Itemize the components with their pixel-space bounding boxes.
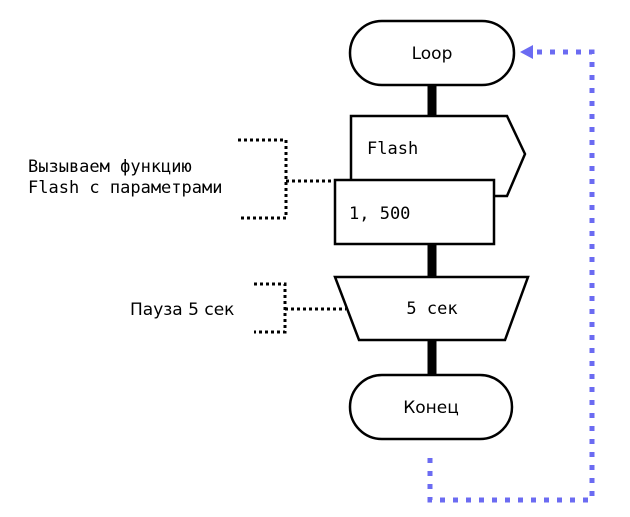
loop-back-path: [427, 49, 595, 503]
call-comment-line-2: Flash с параметрами: [28, 178, 222, 198]
call-block[interactable]: Flash 1, 500: [333, 114, 527, 246]
pause-block[interactable]: 5 сек: [333, 275, 530, 342]
start-shape: [348, 19, 516, 87]
start-label: Loop: [412, 44, 453, 64]
call-name-label: Flash: [367, 139, 418, 159]
pause-comment-bracket: [254, 282, 287, 334]
pause-comment-text: Пауза 5 сек: [130, 300, 234, 320]
pause-label: 5 сек: [406, 299, 457, 319]
call-comment: Вызываем функцию Flash с параметрами: [28, 138, 335, 220]
call-comment-line-1: Вызываем функцию: [28, 157, 192, 177]
call-params-shape: [333, 178, 496, 246]
end-shape: [348, 373, 514, 441]
call-params-label: 1, 500: [349, 204, 410, 224]
pause-comment: Пауза 5 сек: [130, 282, 346, 334]
end-label: Конец: [403, 398, 459, 418]
pause-shape: [333, 275, 530, 342]
start-terminator[interactable]: Loop: [348, 19, 516, 87]
arrowhead-icon: [520, 45, 533, 59]
call-comment-bracket: [238, 138, 288, 220]
end-terminator[interactable]: Конец: [348, 373, 514, 441]
loop-back-arrow: [427, 45, 595, 503]
